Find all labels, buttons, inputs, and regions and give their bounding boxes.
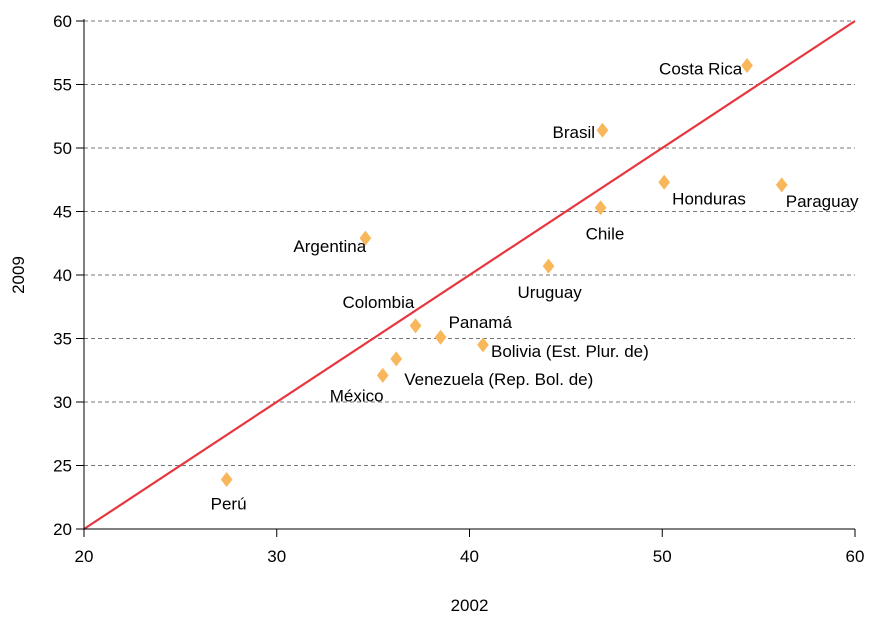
y-tick-label-55: 55 (53, 76, 72, 95)
y-tick-label-25: 25 (53, 457, 72, 476)
data-point (359, 230, 372, 246)
data-point (477, 337, 489, 353)
data-point (594, 200, 607, 216)
point-label: Perú (211, 494, 247, 513)
x-tick-label-40: 40 (460, 547, 479, 566)
reference-line-group (83, 20, 856, 530)
grid-lines (84, 20, 855, 466)
data-point (409, 318, 422, 334)
point-label: Brasil (552, 123, 595, 142)
point-label: Colombia (343, 293, 415, 312)
y-tick-label-35: 35 (53, 330, 72, 349)
point-label: México (330, 386, 384, 405)
y-tick-label-30: 30 (53, 393, 72, 412)
point-label: Venezuela (Rep. Bol. de) (404, 370, 593, 389)
data-point (658, 174, 671, 190)
y-tick-label-20: 20 (53, 520, 72, 539)
point-label: Argentina (293, 237, 366, 256)
x-tick-label-30: 30 (267, 547, 286, 566)
data-point (434, 329, 447, 345)
data-point (741, 57, 753, 73)
x-tick-label-20: 20 (75, 547, 94, 566)
data-point (596, 122, 609, 138)
point-label: Paraguay (786, 192, 859, 211)
data-point (390, 351, 403, 367)
y-axis-title: 2009 (9, 256, 28, 294)
reference-line (83, 20, 856, 530)
x-tick-label-50: 50 (653, 547, 672, 566)
x-axis-title: 2002 (451, 596, 489, 615)
data-point (376, 367, 389, 383)
data-point (542, 258, 555, 274)
data-point (220, 471, 233, 487)
point-label: Costa Rica (659, 59, 743, 78)
y-tick-label-45: 45 (53, 203, 72, 222)
point-label: Uruguay (518, 283, 583, 302)
y-tick-label-60: 60 (53, 12, 72, 31)
point-label: Panamá (449, 313, 513, 332)
point-label: Honduras (672, 189, 746, 208)
y-tick-label-40: 40 (53, 266, 72, 285)
x-tick-label-60: 60 (846, 547, 865, 566)
data-point (775, 177, 788, 193)
point-label: Bolivia (Est. Plur. de) (491, 342, 649, 361)
y-tick-label-50: 50 (53, 139, 72, 158)
axes: 20 25 30 35 40 45 50 55 60 20 30 40 50 60 (53, 12, 864, 566)
point-label: Chile (586, 225, 625, 244)
data-points (220, 57, 788, 487)
